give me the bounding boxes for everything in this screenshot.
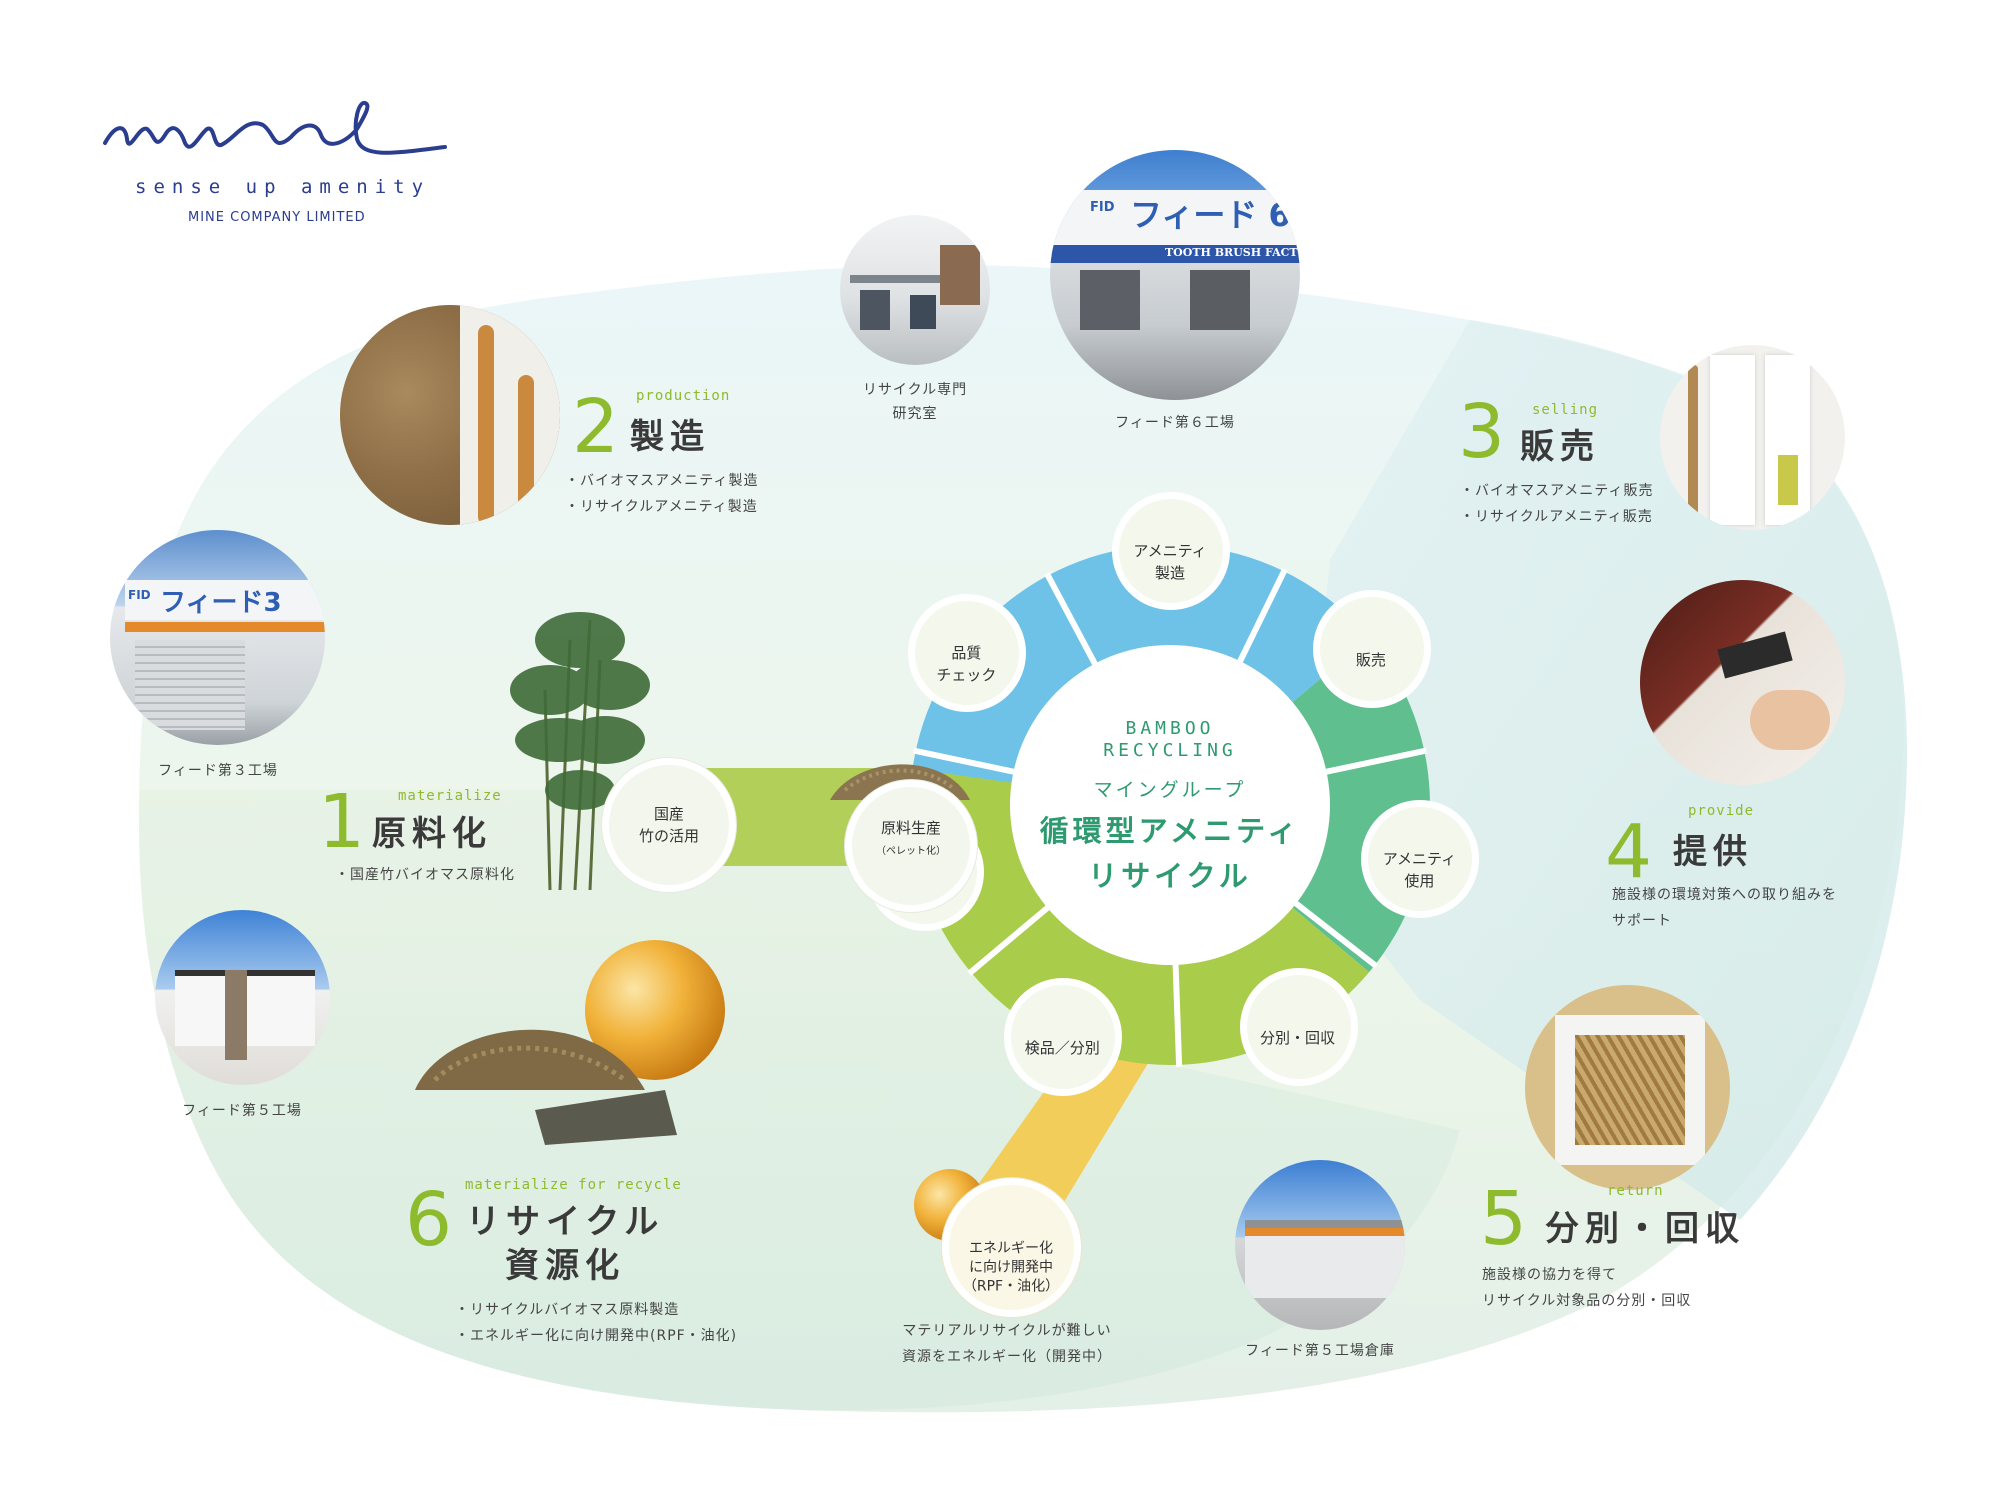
step5-bullets: 施設様の協力を得て リサイクル対象品の分別・回収 <box>1482 1267 1692 1309</box>
step2-title: 製造 <box>630 417 710 457</box>
ring-node-label: 販売 <box>1355 651 1386 669</box>
ring-node-label: 分別・回収 <box>1259 1028 1336 1047</box>
background-lower-panel <box>139 790 1461 1411</box>
ring-node <box>908 593 1027 712</box>
ring-spoke <box>967 897 1059 976</box>
center-en-line1: BAMBOO <box>1125 718 1215 739</box>
ring-node-label: アメニティ 使用 <box>1382 850 1457 891</box>
background-right-panel <box>1300 320 1907 1220</box>
photo-factory3: FID フィード3 <box>110 530 325 745</box>
node-raw-material-label: 原料生産 <box>880 819 942 837</box>
brand-company: MINE COMPANY LIMITED <box>188 210 366 225</box>
step1-bullets: ・国産竹バイオマス原料化 <box>335 867 515 883</box>
step6-en: materialize for recycle <box>465 1177 682 1193</box>
ring-node <box>1312 590 1431 708</box>
step2-number: 2 <box>572 384 620 470</box>
ring-node-label: 品質 チェック <box>936 643 997 684</box>
step3-number: 3 <box>1458 389 1506 475</box>
ring-segment <box>912 545 1170 785</box>
ring-node <box>1004 978 1123 1097</box>
ring-node <box>1239 967 1358 1086</box>
mine-logo <box>103 101 447 155</box>
ring-node-label: アメニティ 製造 <box>1133 542 1207 582</box>
node-energy-label: エネルギー化 に向け開発中 （RPF・油化） <box>962 1240 1060 1295</box>
photo-lab <box>840 215 990 365</box>
photo-amenity-products <box>1660 345 1845 530</box>
step6-number: 6 <box>405 1177 453 1263</box>
ring-spoke <box>1044 572 1104 676</box>
factory6-banner: TOOTH BRUSH FACT <box>1165 246 1298 259</box>
step3-bullets: ・バイオマスアメニティ販売 ・リサイクルアメニティ販売 <box>1460 483 1654 525</box>
photo-factory5 <box>155 910 330 1085</box>
node-domestic-bamboo-label: 国産 竹の活用 <box>638 805 700 845</box>
caption-factory5: フィード第５工場 <box>182 1103 302 1119</box>
node-domestic-bamboo <box>602 758 736 892</box>
node-raw-material <box>845 780 977 912</box>
caption-warehouse5: フィード第５工場倉庫 <box>1245 1343 1395 1359</box>
center-en-line2: RECYCLING <box>1103 740 1237 761</box>
step5-en: return <box>1607 1183 1664 1199</box>
fid-logo-3: FID <box>128 588 151 602</box>
ring-node <box>1112 492 1230 610</box>
step3-title: 販売 <box>1520 427 1600 467</box>
factory6-sign: フィード 6 <box>1130 196 1291 234</box>
factory3-sign: フィード3 <box>160 588 282 618</box>
step4-number: 4 <box>1605 809 1653 895</box>
ring-node-label: 検品／分別 <box>1024 1039 1100 1058</box>
photo-hotel-checkin <box>1640 580 1845 785</box>
step1-number: 1 <box>318 779 366 865</box>
ring-spoke <box>1284 893 1379 969</box>
step1-title: 原料化 <box>372 814 492 854</box>
step4-bullets: 施設様の環境対策への取り組みを サポート <box>1612 887 1837 929</box>
node-raw-material-sub: （ペレット化） <box>876 846 946 857</box>
step2-en: production <box>636 388 731 404</box>
ring-spoke <box>1232 568 1288 674</box>
node-energy <box>942 1178 1081 1317</box>
caption-lab: リサイクル専門 研究室 <box>862 382 968 422</box>
center-circle <box>1010 645 1330 965</box>
caption-factory3: フィード第３工場 <box>158 763 278 779</box>
ring-spoke <box>913 747 1026 778</box>
step5-title: 分別・回収 <box>1545 1209 1745 1249</box>
energy-caption: マテリアルリサイクルが難しい 資源をエネルギー化（開発中） <box>902 1323 1112 1365</box>
step4-en: provide <box>1688 803 1755 819</box>
photo-toothbrush-pellets <box>340 305 560 525</box>
center-title-line1: 循環型アメニティ <box>1039 814 1301 848</box>
center-subtitle: マイングループ <box>1093 779 1247 801</box>
step5-number: 5 <box>1480 1176 1528 1262</box>
ring-spoke <box>1314 747 1427 778</box>
ring-node <box>1361 800 1480 919</box>
brand-tagline: sense up amenity <box>135 176 431 198</box>
photo-warehouse5 <box>1235 1160 1405 1330</box>
photo-collected-brushes <box>1525 985 1730 1190</box>
step6-bullets: ・リサイクルバイオマス原料製造 ・エネルギー化に向け開発中(RPF・油化) <box>455 1302 738 1344</box>
step6-title: リサイクル 資源化 <box>466 1202 665 1286</box>
fid-logo-6: FID <box>1090 200 1115 215</box>
center-title-line2: リサイクル <box>1088 859 1252 893</box>
step1-en: materialize <box>398 788 502 804</box>
caption-factory6: フィード第６工場 <box>1115 415 1235 431</box>
step2-bullets: ・バイオマスアメニティ製造 ・リサイクルアメニティ製造 <box>565 473 759 515</box>
photo-factory6: FID フィード 6 TOOTH BRUSH FACT <box>1050 150 1300 400</box>
step4-title: 提供 <box>1673 832 1753 872</box>
step3-en: selling <box>1532 402 1599 418</box>
bamboo-illustration <box>510 612 650 890</box>
recycled-pellets-illustration <box>415 940 725 1145</box>
ring-spoke <box>1172 952 1183 1067</box>
